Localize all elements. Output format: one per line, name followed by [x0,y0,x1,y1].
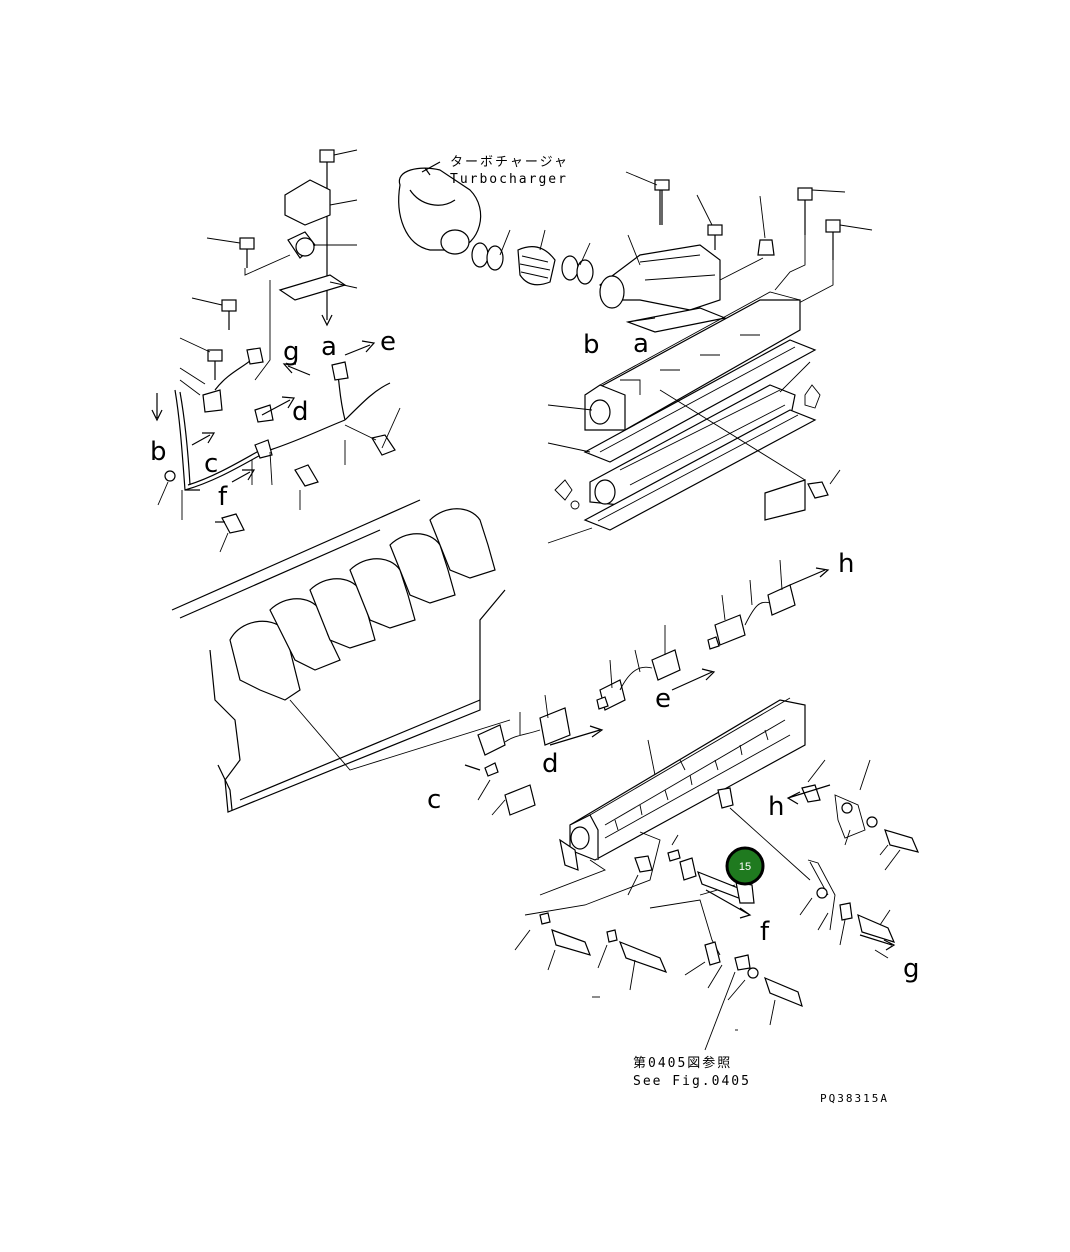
turbocharger-group [398,161,594,286]
letter-f-left: f [218,482,228,512]
letter-d-upper: d [292,397,309,427]
letter-d-middle: d [542,749,559,779]
drawing-code: PQ38315A [820,1092,889,1105]
part-15-badge[interactable]: 15 [725,846,765,886]
turbocharger-label-jp: ターボチャージャ [450,155,569,170]
letter-g-bottom: g [903,954,920,984]
see-fig-label-jp: 第0405図参照 [633,1055,732,1071]
letter-g-upper: g [283,337,300,367]
engine-block [171,499,511,813]
letter-c-middle: c [427,785,441,815]
letter-f-bottom: f [760,917,770,947]
reference-letters: g a e d b c f b a h e d c h f g [150,327,920,984]
upper-manifold-group [547,291,841,544]
letter-c-left: c [204,449,218,479]
harness-group [151,149,401,553]
gasket-chain [464,559,830,816]
letter-h-right: h [768,792,784,822]
letter-h-top: h [838,549,854,579]
letter-a-upper: a [321,332,337,362]
see-fig-label-en: See Fig.0405 [633,1074,751,1089]
turbocharger-label-en: Turbocharger [450,172,568,187]
letter-b-left: b [150,437,167,467]
letter-e-middle: e [655,684,671,714]
part-15-badge-number[interactable]: 15 [739,861,751,873]
letter-b-manifold: b [583,330,600,360]
letter-a-manifold: a [633,329,649,359]
lower-manifold-group [514,697,920,1051]
letter-e-upper: e [380,327,396,357]
part-15-badge-circle[interactable] [725,846,765,886]
exhaust-elbow-group [599,171,873,333]
